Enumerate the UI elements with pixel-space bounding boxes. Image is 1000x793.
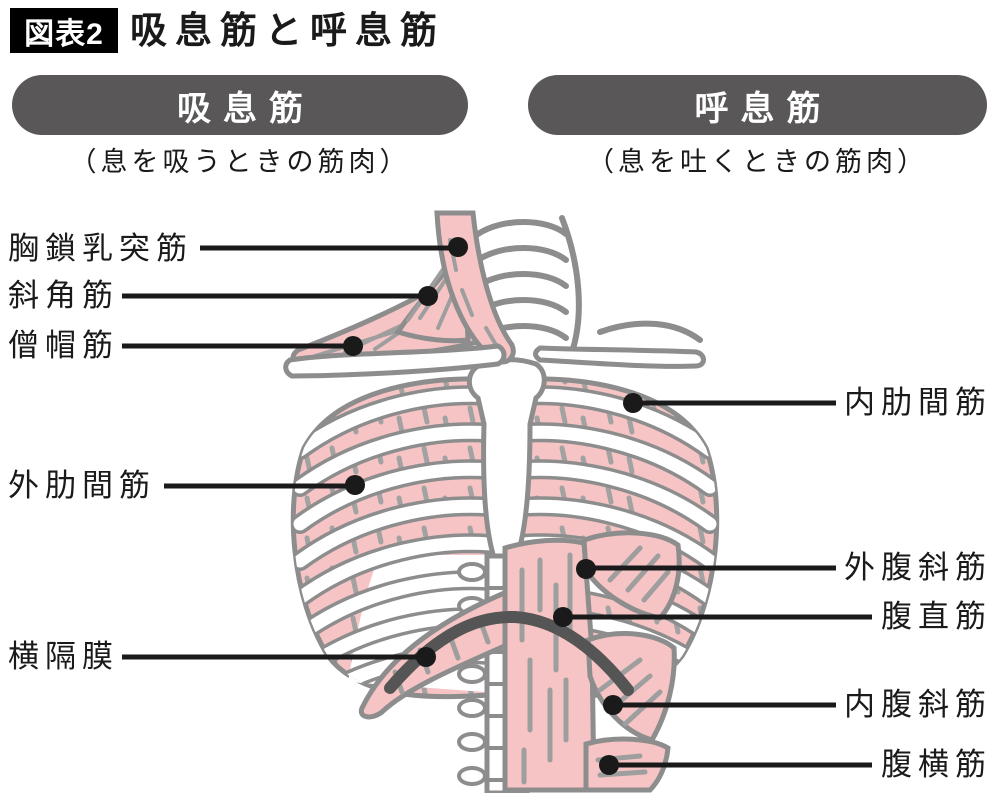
clavicle-bones [283, 343, 706, 379]
exhale-muscles-header-pill: 呼息筋 [528, 75, 987, 135]
callout-lines [122, 245, 872, 768]
figure-number-badge: 図表2 [10, 8, 118, 53]
external-oblique-muscle [581, 530, 682, 621]
inhale-muscles-subtitle: （息を吸うときの筋肉） [69, 147, 411, 177]
label-external-oblique: 外腹斜筋 [844, 550, 992, 585]
exhale-muscles-subtitle: （息を吐くときの筋肉） [587, 147, 928, 177]
label-internal-oblique: 内腹斜筋 [844, 687, 992, 722]
page-title: 吸息筋と呼息筋 [130, 10, 445, 51]
diaphragm-dome-arc [384, 610, 634, 696]
rectus-abdominis-muscle [502, 537, 597, 793]
callout-dots [343, 237, 643, 775]
cervical-spine [475, 215, 703, 355]
label-diaphragm: 横隔膜 [8, 639, 119, 674]
label-trapezius: 僧帽筋 [8, 328, 119, 363]
label-internal-intercostal: 内肋間筋 [844, 385, 992, 420]
label-transversus: 腹横筋 [881, 747, 992, 782]
label-scalene: 斜角筋 [8, 278, 119, 313]
label-sternocleidomastoid: 胸鎖乳突筋 [8, 231, 193, 266]
label-external-intercostal: 外肋間筋 [8, 468, 156, 503]
inhale-muscles-header-pill: 吸息筋 [12, 75, 468, 135]
label-rectus-abdominis: 腹直筋 [881, 599, 992, 634]
